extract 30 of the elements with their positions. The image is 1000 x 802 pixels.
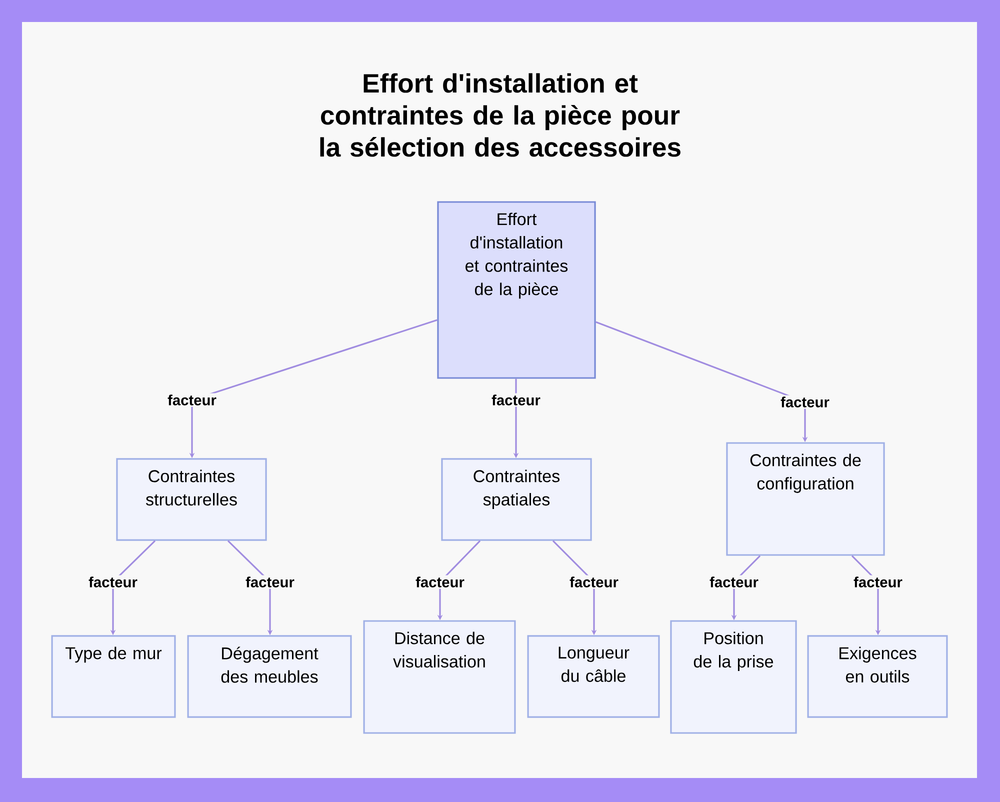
edge-label: facteur: [708, 575, 760, 589]
box-text: Contraintes structurelles: [146, 470, 237, 506]
box-text: Contraintes de configuration: [750, 454, 861, 493]
box-text: Exigences en outils: [840, 646, 916, 683]
edge-label: facteur: [166, 393, 218, 407]
process-box: [116, 458, 267, 541]
process-box: [670, 620, 797, 734]
edge-label: facteur: [244, 575, 296, 589]
process-box: [187, 635, 352, 718]
box-text: Type de mur: [66, 646, 162, 663]
process-box: [441, 458, 592, 541]
box-text: Dégagement des meubles: [221, 646, 318, 683]
root-box: [437, 201, 596, 379]
box-text: Longueur du câble: [558, 646, 630, 682]
edge-label: facteur: [87, 575, 139, 589]
process-box: [807, 635, 948, 718]
edge-label: facteur: [852, 575, 904, 589]
edge-label: facteur: [414, 575, 466, 589]
process-box: [363, 620, 516, 734]
process-box: [726, 442, 885, 556]
edge-label: facteur: [490, 393, 542, 407]
box-text: Distance de visualisation: [393, 632, 485, 668]
box-text: Effort d'installation et contraintes de la pièce: [466, 212, 568, 299]
edge-label: facteur: [779, 395, 831, 409]
box-text: Position de la prise: [694, 632, 774, 671]
box-text: Contraintes spatiales: [474, 470, 560, 509]
process-box: [527, 635, 660, 718]
title: Effort d'installation et contraintes de la pièce pour la sélection des accessoires: [320, 73, 680, 157]
edge-label: facteur: [568, 575, 620, 589]
process-box: [51, 635, 176, 718]
